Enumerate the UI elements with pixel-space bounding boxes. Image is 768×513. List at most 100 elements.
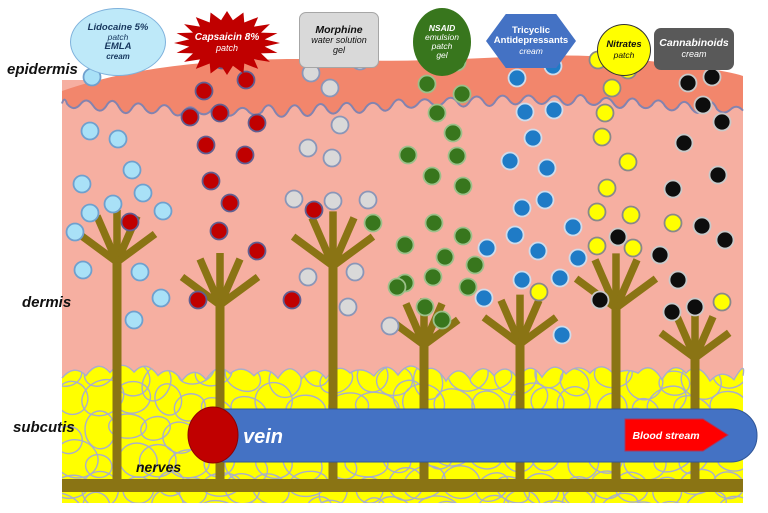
fat-cell <box>475 472 510 503</box>
fat-cell <box>356 497 388 503</box>
drug-dot <box>282 290 302 310</box>
drug-dots-morphine <box>284 51 400 336</box>
nerve-branch <box>420 302 446 347</box>
drug-dot <box>427 103 447 123</box>
morphine-label-line: gel <box>332 44 345 55</box>
fat-cell <box>559 367 590 397</box>
drug-dot <box>432 310 452 330</box>
capsaicin-label: Capsaicin 8% patch <box>174 11 280 75</box>
drug-dot <box>330 115 350 135</box>
drug-dot <box>323 191 343 211</box>
nerve-branch <box>196 257 224 307</box>
nerve-branch <box>613 275 659 312</box>
drug-dot <box>103 194 123 214</box>
fat-cell <box>81 378 125 417</box>
drug-dot <box>587 236 607 256</box>
capsaicin-label-line: patch <box>215 42 238 53</box>
drug-dot <box>304 200 324 220</box>
fat-cell <box>84 453 113 479</box>
nerve-branch <box>658 329 698 362</box>
drug-dot <box>507 68 527 88</box>
drug-dot <box>693 95 713 115</box>
nsaid-label: NSAID emulsion patch gel <box>413 8 471 76</box>
nerve-branch <box>114 230 158 266</box>
nerve-branch <box>217 273 261 309</box>
drug-dot <box>417 74 437 94</box>
fat-cell <box>197 499 239 503</box>
drug-dot <box>662 302 682 322</box>
drug-dot <box>73 260 93 280</box>
fat-cell <box>62 439 99 479</box>
cannabinoids-label-line: cream <box>681 48 707 59</box>
tricyclic-label-line: Antidepressants <box>493 35 569 47</box>
drug-dot <box>674 133 694 153</box>
nerve-branch <box>76 230 120 266</box>
nerves-label: nerves <box>136 459 182 475</box>
fat-cell <box>711 365 744 389</box>
drug-dot <box>712 112 732 132</box>
nitrates-label-line: Nitrates <box>606 39 642 51</box>
fat-cell <box>62 380 89 416</box>
drug-dots-nsaid <box>363 52 485 330</box>
drug-dot <box>544 100 564 120</box>
drug-dot <box>623 238 643 258</box>
drug-dot <box>133 183 153 203</box>
nsaid-label-line: patch <box>431 41 453 51</box>
fat-cell <box>625 365 664 401</box>
drug-dot <box>65 222 85 242</box>
drug-dot <box>415 297 435 317</box>
subcutis-label: subcutis <box>13 419 75 436</box>
lidocaine-label-line: patch <box>107 32 129 43</box>
epidermis-dermis-boundary <box>61 93 744 118</box>
drug-dot <box>621 205 641 225</box>
fat-cell <box>305 496 333 503</box>
drug-dot <box>505 225 525 245</box>
drug-dot <box>568 248 588 268</box>
drug-dot <box>196 135 216 155</box>
fat-cell <box>268 365 302 399</box>
drug-dot <box>247 241 267 261</box>
drug-dot <box>452 84 472 104</box>
tricyclic-antidepressants-label: Tricyclic Antidepressants cream <box>486 14 576 68</box>
drug-dot <box>387 277 407 297</box>
nerve-branch <box>517 314 559 348</box>
fat-cell <box>376 496 416 503</box>
drug-dot <box>550 268 570 288</box>
drug-dot <box>597 178 617 198</box>
drug-dot <box>592 127 612 147</box>
drug-dot <box>236 70 256 90</box>
drug-dot <box>380 316 400 336</box>
drug-dot <box>512 270 532 290</box>
fat-cell <box>82 491 111 503</box>
drug-dot <box>194 81 214 101</box>
drug-dot <box>320 78 340 98</box>
drug-dot <box>715 230 735 250</box>
drug-dot <box>422 166 442 186</box>
drug-dot <box>602 78 622 98</box>
drug-dot <box>395 235 415 255</box>
drug-dot <box>650 245 670 265</box>
drug-dot <box>474 288 494 308</box>
nsaid-label-line: emulsion <box>424 31 460 42</box>
nsaid-label-line: gel <box>436 50 448 61</box>
drug-dot <box>423 267 443 287</box>
nerve-branch <box>179 273 223 309</box>
nerve-branch <box>692 329 732 362</box>
drug-dot <box>712 292 732 312</box>
nerve-branch <box>591 258 620 310</box>
fat-cell <box>476 494 513 503</box>
nerve-branch <box>691 315 717 360</box>
drug-dot <box>298 138 318 158</box>
cannabinoids-label: Cannabinoids cream <box>654 28 734 70</box>
nerve-bar <box>62 479 743 492</box>
drug-dot <box>210 103 230 123</box>
blood-stream-label: Blood stream <box>632 430 699 442</box>
blood-stream-arrow <box>624 418 729 452</box>
nerve-branch <box>402 302 428 347</box>
drug-dot <box>80 121 100 141</box>
drug-dot <box>523 128 543 148</box>
nerve-branch <box>93 214 121 264</box>
drug-bolus-entering-vein <box>187 406 239 464</box>
